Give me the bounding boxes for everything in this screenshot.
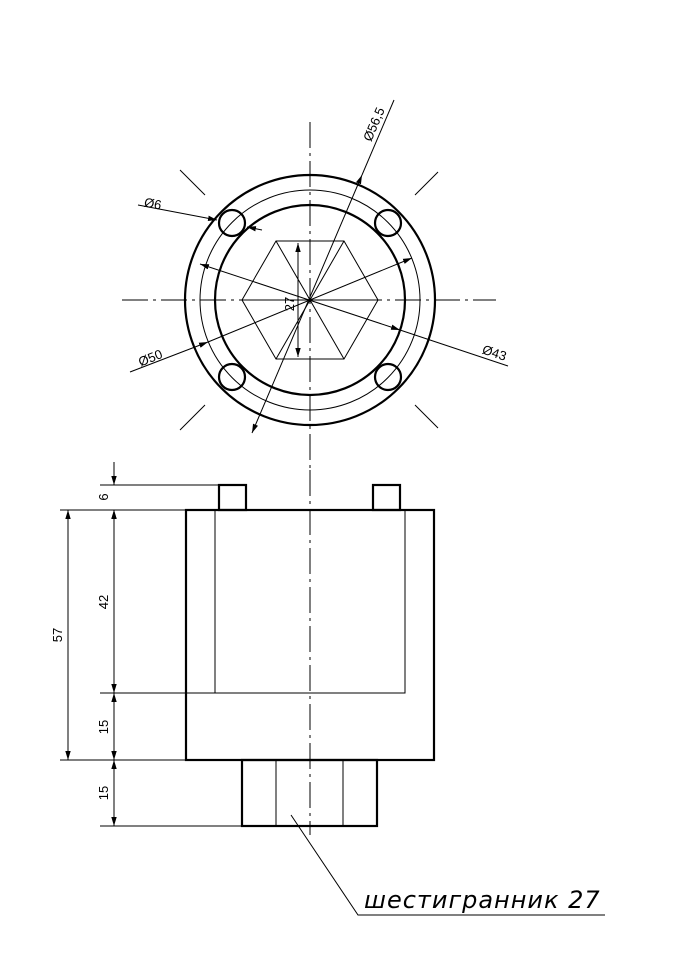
hex-shank — [240, 758, 379, 828]
bolt-circle-dia-leader — [129, 341, 209, 373]
inner-dia-leader-ext — [399, 329, 509, 367]
hole-dia-leader-out — [246, 226, 263, 232]
hole-dia-leader — [137, 204, 218, 221]
hole-dia-label: Ø6 — [143, 195, 163, 213]
inner-bore — [214, 510, 406, 694]
bolt-circle-dia-label: Ø50 — [136, 346, 164, 369]
note-leader — [290, 814, 605, 916]
bolt-circle-center-ticks — [179, 169, 439, 431]
pin-dimension-label: 6 — [96, 493, 111, 500]
body-dimension-label: 57 — [50, 628, 65, 642]
bottom-wall-dimension-label: 15 — [96, 720, 111, 734]
front-view: 6 42 15 15 57 шестигранник 27 — [50, 462, 605, 916]
inner-dia-label: Ø43 — [480, 342, 508, 364]
note-label: шестигранник 27 — [364, 886, 601, 914]
pin-left — [217, 483, 248, 512]
mounting-hole-top-left — [217, 208, 247, 238]
outer-dia-leader-ext — [361, 99, 395, 176]
mounting-hole-bottom-right — [373, 362, 403, 392]
bore-dimension-label: 42 — [96, 595, 111, 609]
mounting-hole-top-right — [373, 208, 403, 238]
hex-dimension-label: 27 — [282, 297, 297, 311]
pin-right — [371, 483, 402, 512]
inner-dia-leader — [199, 263, 401, 331]
top-view: 27 Ø56,5 Ø6 Ø50 Ø43 — [122, 99, 509, 470]
mounting-hole-bottom-left — [217, 362, 247, 392]
extension-lines — [60, 484, 242, 827]
hex-shank-dimension-label: 15 — [96, 786, 111, 800]
